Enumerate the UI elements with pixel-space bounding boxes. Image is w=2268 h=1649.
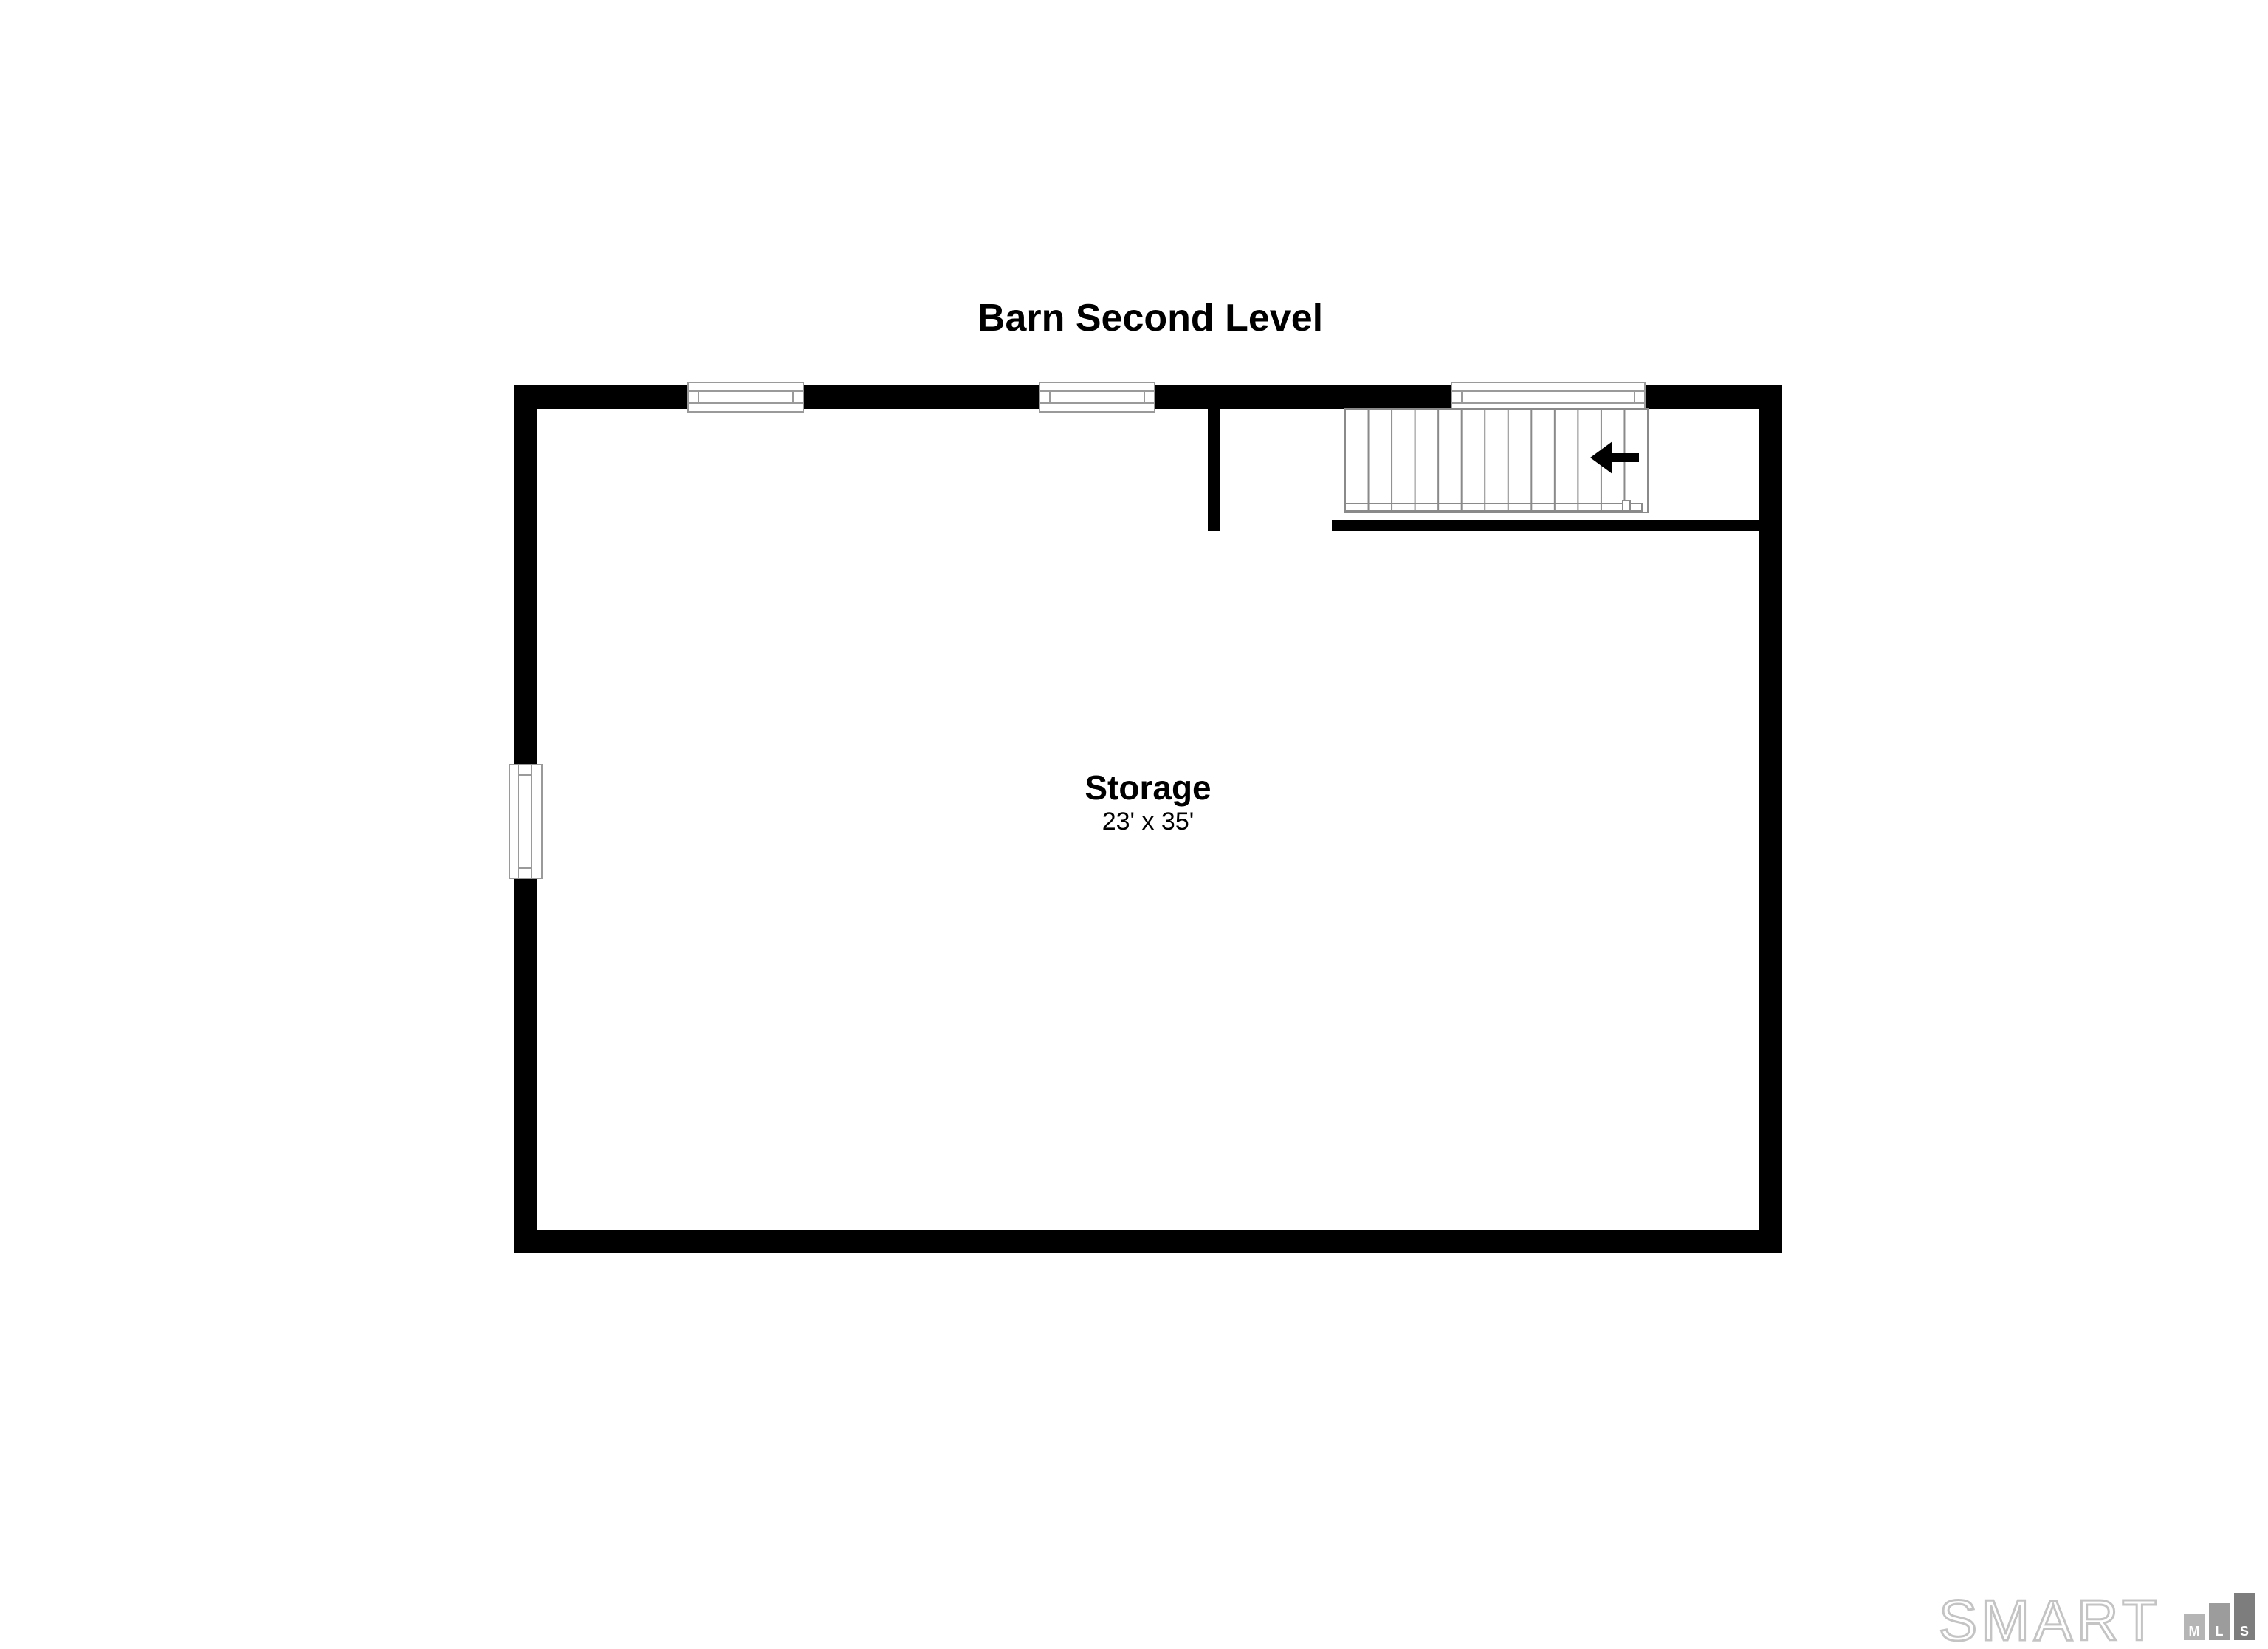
logo-box-3 bbox=[2234, 1593, 2255, 1640]
staircase bbox=[1344, 408, 1649, 513]
window-top-3 bbox=[1451, 382, 1646, 413]
logo-letter-l: L bbox=[2216, 1624, 2224, 1639]
logo-letter-s: S bbox=[2240, 1624, 2249, 1639]
arrow-left-icon bbox=[1590, 441, 1639, 474]
room-dimensions: 23' x 35' bbox=[1102, 808, 1195, 836]
smart-mls-logo: SMART M L S bbox=[1938, 1587, 2255, 1649]
plan-title: Barn Second Level bbox=[977, 297, 1323, 340]
wall-bottom bbox=[514, 1230, 1782, 1253]
window-top-2 bbox=[1039, 382, 1155, 413]
logo-box-1 bbox=[2184, 1614, 2205, 1640]
window-left bbox=[509, 764, 543, 879]
stair-newel bbox=[1622, 500, 1631, 512]
logo-letter-m: M bbox=[2189, 1624, 2200, 1639]
wall-interior-horizontal bbox=[1332, 520, 1759, 531]
room-name: Storage bbox=[1085, 768, 1211, 807]
wall-interior-vertical bbox=[1208, 409, 1220, 531]
wall-right bbox=[1759, 385, 1782, 1253]
stair-landing-edge bbox=[1344, 503, 1643, 512]
logo-box-2 bbox=[2209, 1603, 2230, 1640]
logo-word: SMART bbox=[1939, 1588, 2162, 1649]
window-top-1 bbox=[687, 382, 804, 413]
interior-walls bbox=[1208, 409, 1759, 531]
